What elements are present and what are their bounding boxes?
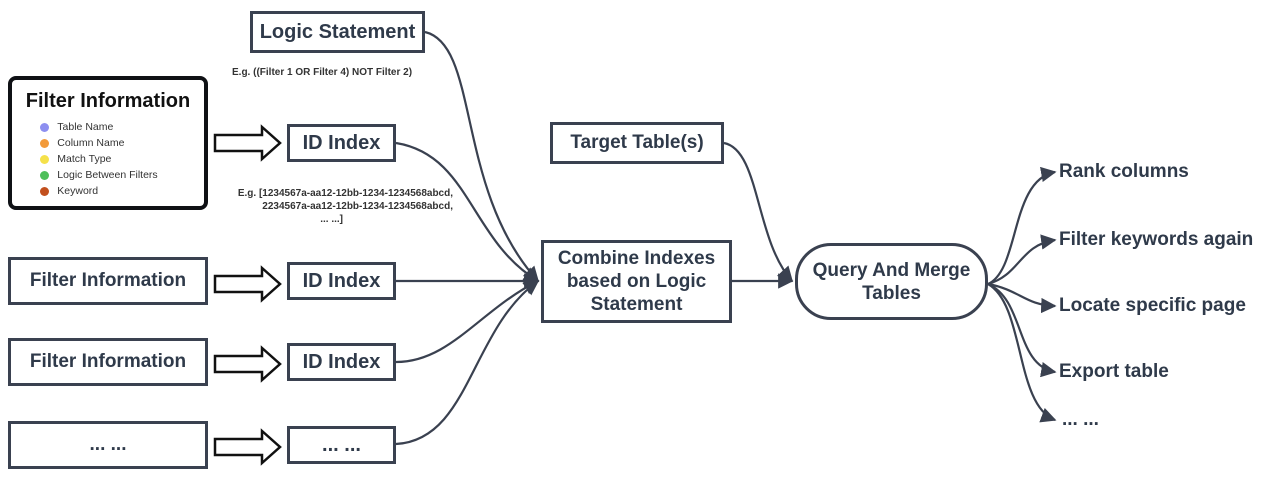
filter-information-detail: Filter Information Table Name Column Nam… (8, 76, 208, 210)
hollow-arrow-4 (213, 428, 282, 466)
filter-legend: Table Name Column Name Match Type Logic … (40, 119, 158, 199)
output-export-table: Export table (1059, 361, 1169, 382)
brown-dot-icon (40, 186, 50, 196)
hollow-arrow-2 (213, 265, 282, 303)
green-dot-icon (40, 170, 50, 180)
combine-indexes-box: Combine Indexes based on Logic Statement (541, 240, 732, 323)
filter-information-box-2: Filter Information (8, 257, 208, 305)
legend-item-logic: Logic Between Filters (40, 167, 158, 183)
legend-item-table-name: Table Name (40, 119, 157, 135)
edge-query-to-locate (987, 282, 1057, 314)
edge-index1-to-combine (395, 141, 540, 282)
logic-statement-example: E.g. ((Filter 1 OR Filter 4) NOT Filter … (232, 67, 413, 78)
yellow-dot-icon (40, 154, 50, 164)
target-tables-label: Target Table(s) (570, 132, 704, 153)
output-rank-columns: Rank columns (1059, 161, 1189, 182)
legend-item-match-type: Match Type (40, 151, 157, 167)
hollow-arrow-1 (213, 124, 282, 162)
orange-dot-icon (40, 138, 50, 148)
hollow-arrow-3 (213, 345, 282, 383)
id-index-box-ellipsis: ... ... (287, 426, 396, 464)
edge-query-to-rank (987, 166, 1057, 286)
id-index-box-3: ID Index (287, 343, 396, 381)
filter-information-box-3: Filter Information (8, 338, 208, 386)
combine-indexes-label: Combine Indexes based on Logic Statement (557, 248, 716, 315)
id-index-box-2: ID Index (287, 262, 396, 300)
edge-logic-to-combine (424, 30, 540, 283)
logic-statement-box: Logic Statement (250, 11, 425, 53)
id-index-box-1: ID Index (287, 124, 396, 162)
output-locate-page: Locate specific page (1059, 295, 1246, 316)
output-filter-keywords: Filter keywords again (1059, 229, 1254, 250)
id-index-example: E.g. [1234567a-aa12-12bb-1234-1234568abc… (237, 188, 453, 225)
logic-statement-label: Logic Statement (259, 20, 416, 43)
filter-information-box-ellipsis: ... ... (8, 421, 208, 469)
target-tables-box: Target Table(s) (550, 122, 724, 164)
query-merge-tables-node: Query And Merge Tables (795, 243, 988, 320)
legend-item-keyword: Keyword (40, 183, 157, 199)
edge-index3-to-combine (395, 280, 540, 364)
id-index-label-1: ID Index (302, 131, 381, 154)
edge-index4-to-combine (395, 280, 540, 446)
edge-query-to-filter (987, 234, 1057, 286)
output-more: ... ... (1062, 409, 1099, 430)
filter-information-title: Filter Information (25, 90, 191, 112)
purple-dot-icon (40, 122, 50, 132)
legend-item-column-name: Column Name (40, 135, 157, 151)
query-merge-label: Query And Merge Tables (812, 259, 971, 304)
edge-query-to-export (987, 282, 1057, 378)
edge-target-to-query (723, 141, 794, 283)
edge-query-to-more (987, 283, 1057, 423)
